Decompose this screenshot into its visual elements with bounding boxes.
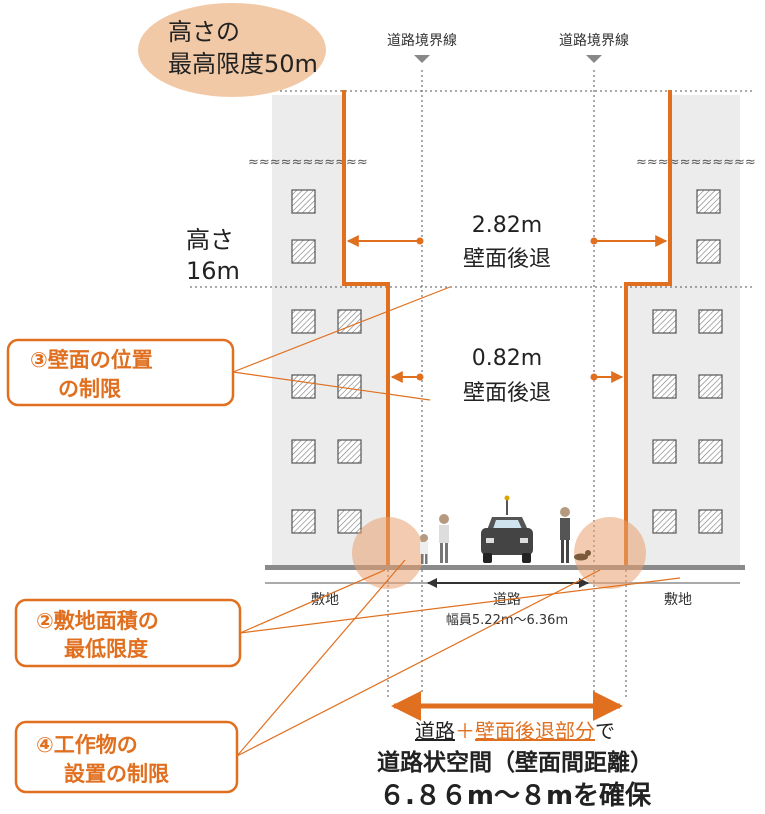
road-width-label: 幅員5.22m～6.36m [446, 613, 568, 628]
window [698, 309, 723, 334]
window [291, 509, 316, 534]
bottom-line2: 道路状空間（壁面間距離） [377, 749, 653, 776]
height16-line1: 高さ [186, 226, 234, 254]
window [652, 509, 677, 534]
wall-setback-line-right [624, 90, 672, 565]
window [696, 239, 721, 264]
window [698, 509, 723, 534]
site-label-right: 敷地 [664, 592, 692, 608]
highlight-circle-left [352, 517, 424, 589]
pedestrian-icon [420, 507, 591, 564]
callout-wall-position: ③壁面の位置 の制限 [6, 338, 235, 407]
boundary-marker-left-icon [414, 55, 430, 63]
bottom-setback-part: 壁面後退部分 [475, 719, 595, 743]
wave-right: ≈≈≈≈≈≈≈≈≈≈≈ [636, 155, 756, 170]
callout-structure-limit-line1: ④工作物の [36, 733, 138, 757]
bottom-line1: 道路＋壁面後退部分で [415, 719, 615, 743]
bottom-line3: ６.８６m～８mを確保 [379, 780, 652, 811]
setback-lower-value: 0.82m [472, 346, 542, 371]
window [337, 374, 362, 399]
callout-wall-position-line2: の制限 [58, 377, 121, 401]
window [291, 374, 316, 399]
boundary-label-right: 道路境界線 [559, 33, 629, 49]
window [291, 439, 316, 464]
window [698, 374, 723, 399]
height16-line2: 16m [186, 257, 240, 285]
building-left [272, 95, 388, 565]
wave-left: ≈≈≈≈≈≈≈≈≈≈≈ [248, 155, 368, 170]
callout-min-site-area-line2: 最低限度 [64, 637, 148, 661]
highlight-circle-right [574, 517, 646, 589]
setback-lower-label: 壁面後退 [463, 381, 551, 406]
boundary-marker-right-icon [586, 55, 602, 63]
height-limit-bubble [138, 3, 326, 97]
height-limit-line1: 高さの [168, 18, 240, 46]
callout-wall-position-line1: ③壁面の位置 [30, 348, 153, 372]
window [337, 509, 362, 534]
setback-upper-value: 2.82m [472, 213, 542, 238]
callout-min-site-area: ②敷地面積の 最低限度 [14, 598, 242, 668]
boundary-label-left: 道路境界線 [387, 33, 457, 49]
window [291, 239, 316, 264]
setback-upper-label: 壁面後退 [463, 247, 551, 272]
ground-line [265, 565, 745, 570]
car-icon [481, 495, 533, 563]
window [696, 189, 721, 214]
window [337, 439, 362, 464]
callout-min-site-area-line1: ②敷地面積の [36, 609, 159, 633]
bottom-road: 道路 [415, 719, 455, 743]
height-limit-line2: 最高限度50m [168, 50, 318, 78]
window [652, 374, 677, 399]
bottom-de: で [595, 719, 615, 743]
callout-structure-limit-line2: 設置の制限 [64, 762, 169, 786]
window [291, 309, 316, 334]
bottom-plus: ＋ [455, 719, 475, 743]
window [698, 439, 723, 464]
site-label-left: 敷地 [311, 592, 339, 608]
wall-setback-line-left [342, 90, 390, 565]
window [652, 439, 677, 464]
window [652, 309, 677, 334]
callout-structure-limit: ④工作物の 設置の制限 [14, 720, 239, 794]
callout-leaders [232, 286, 681, 757]
window [291, 189, 316, 214]
